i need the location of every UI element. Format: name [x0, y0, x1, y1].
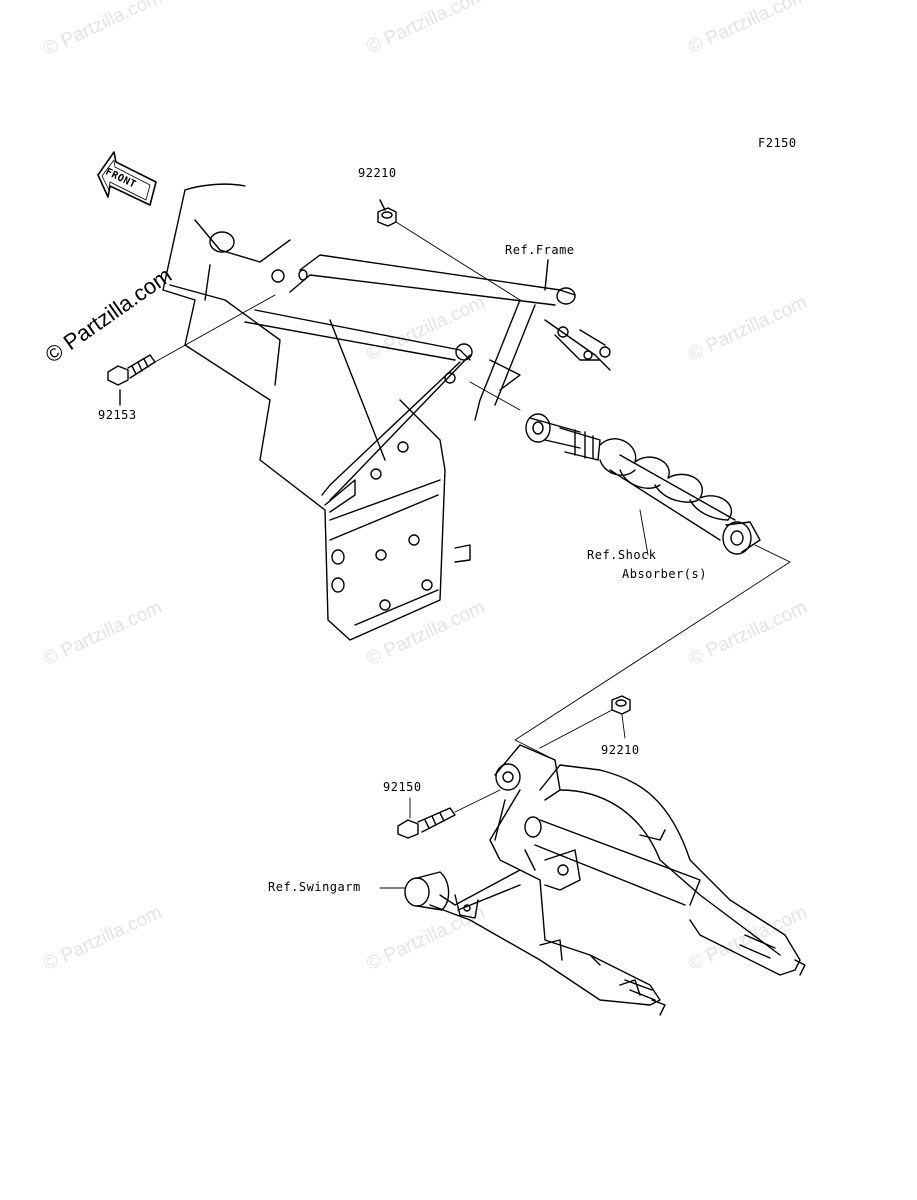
callout-nut-lower[interactable]: 92210: [601, 743, 640, 757]
frame-drawing: [162, 183, 611, 641]
leader-line: [544, 259, 549, 291]
callout-ref-shock-line1[interactable]: Ref.Shock: [587, 548, 657, 562]
pivot-collar-icon: [379, 871, 450, 911]
alignment-line: [469, 381, 521, 411]
front-arrow-icon: [97, 151, 157, 206]
bolt-upper-icon: [107, 294, 276, 386]
bolt-lower-icon: [397, 789, 501, 839]
callout-bolt-lower[interactable]: 92150: [383, 780, 422, 794]
callout-ref-frame[interactable]: Ref.Frame: [505, 243, 575, 257]
swingarm-drawing: [429, 744, 806, 1016]
figure-code: F2150: [758, 136, 797, 150]
shock-absorber-icon: [525, 413, 761, 556]
leader-line: [379, 199, 386, 211]
nut-lower-icon: [539, 695, 631, 749]
nut-upper-icon: [377, 207, 521, 301]
callout-ref-swingarm[interactable]: Ref.Swingarm: [268, 880, 361, 894]
callout-ref-shock-line2[interactable]: Absorber(s): [622, 567, 707, 581]
callout-nut-upper[interactable]: 92210: [358, 166, 397, 180]
callout-bolt-upper[interactable]: 92153: [98, 408, 137, 422]
alignment-line: [514, 544, 791, 761]
